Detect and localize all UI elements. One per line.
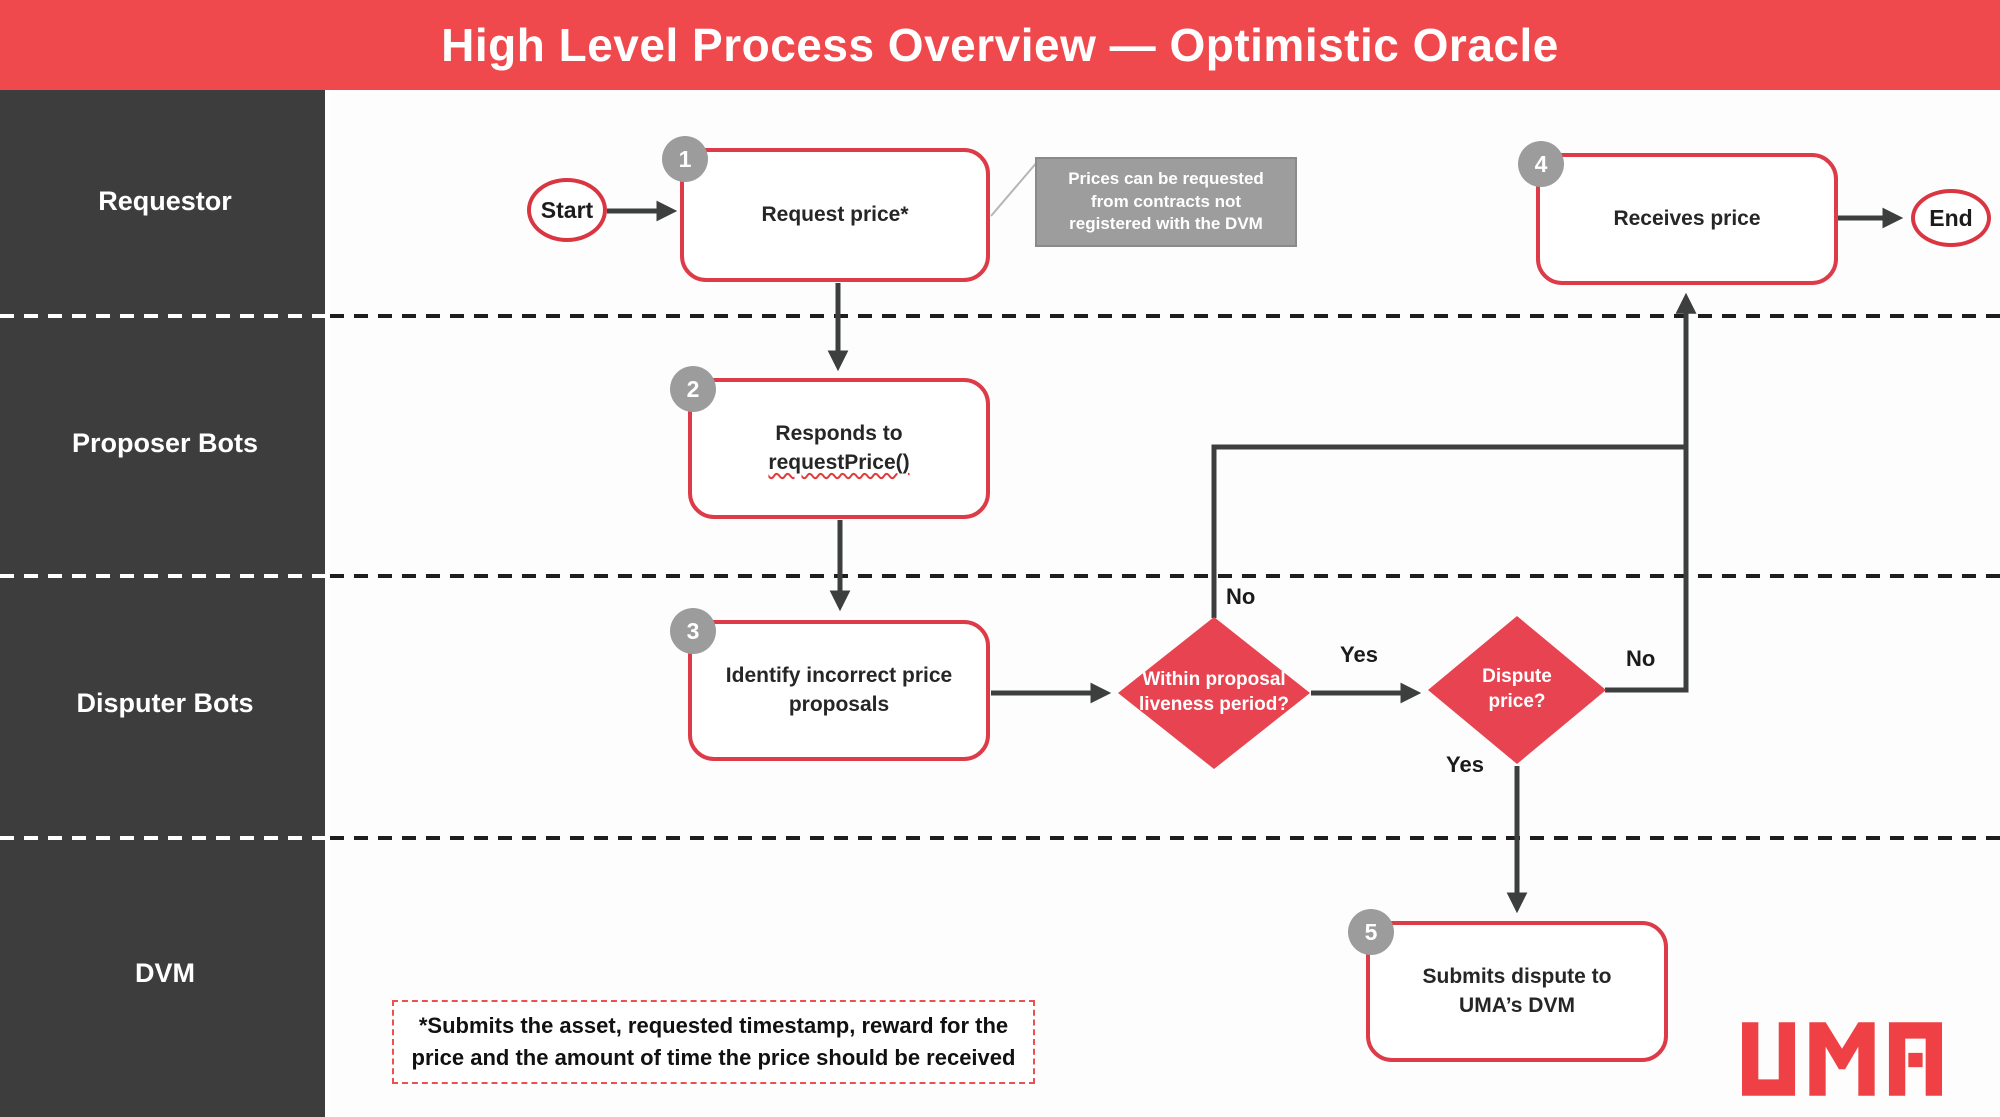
step-badge-4: 4: [1518, 141, 1564, 187]
edge-dispute-no-to-receives: [1605, 292, 1697, 693]
node-request-price-label: Request price*: [761, 202, 909, 226]
node-responds: Responds to requestPrice(): [688, 378, 990, 519]
node-request-price: Request price*: [680, 148, 990, 282]
node-identify: Identify incorrect price proposals: [688, 620, 990, 761]
node-receives-price-label: Receives price: [1613, 206, 1761, 230]
note-box: Prices can be requested from contracts n…: [1035, 157, 1297, 247]
lane-divider-3-rail: [0, 836, 330, 840]
uma-logo: UMA: [1742, 1022, 1942, 1096]
edge-label-dispute-no: No: [1626, 646, 1656, 671]
node-responds-line1: Responds to: [775, 422, 903, 446]
lane-divider-1-rail: [0, 314, 330, 318]
node-responds-line2: requestPrice(): [768, 450, 910, 474]
lane-label-requestor: Requestor: [98, 186, 232, 216]
decision-liveness: Within proposal liveness period?: [1118, 617, 1310, 769]
note-connector-line: [990, 160, 1039, 217]
node-identify-label: Identify incorrect price proposals: [725, 664, 953, 716]
lane-label-disputer-bots: Disputer Bots: [76, 688, 254, 718]
node-receives-price: Receives price: [1536, 153, 1838, 285]
edge-label-dispute-yes: Yes: [1446, 752, 1484, 777]
step-badge-3: 3: [670, 608, 716, 654]
lane-divider-1: [330, 314, 2000, 318]
start-node: Start: [527, 178, 607, 242]
decision-liveness-label: Within proposal liveness period?: [1139, 669, 1289, 715]
step-badge-2: 2: [670, 366, 716, 412]
edge-liveness-no: [1211, 444, 1686, 618]
page-title: High Level Process Overview — Optimistic…: [0, 0, 2000, 90]
node-submits-dispute: Submits dispute to UMA’s DVM: [1366, 921, 1668, 1062]
lane-divider-3: [330, 836, 2000, 840]
end-label: End: [1929, 204, 1973, 231]
node-submits-dispute-label: Submits dispute to UMA’s DVM: [1422, 965, 1612, 1017]
lane-divider-2: [330, 574, 2000, 578]
decision-dispute-label: Dispute price?: [1482, 666, 1552, 712]
decision-dispute: Dispute price?: [1428, 616, 1606, 764]
uma-logo-graphic: [1742, 1022, 1942, 1096]
lane-label-proposer-bots: Proposer Bots: [71, 428, 259, 458]
edge-label-liveness-yes: Yes: [1340, 642, 1378, 667]
start-label: Start: [540, 196, 594, 223]
lane-divider-2-rail: [0, 574, 330, 578]
edge-label-liveness-no: No: [1226, 584, 1256, 609]
step-badge-1: 1: [662, 136, 708, 182]
footnote-box: *Submits the asset, requested timestamp,…: [392, 1000, 1035, 1084]
step-badge-5: 5: [1348, 909, 1394, 955]
lane-label-dvm: DVM: [135, 958, 195, 988]
end-node: End: [1911, 189, 1991, 247]
swimlane-rail: [0, 90, 330, 1117]
